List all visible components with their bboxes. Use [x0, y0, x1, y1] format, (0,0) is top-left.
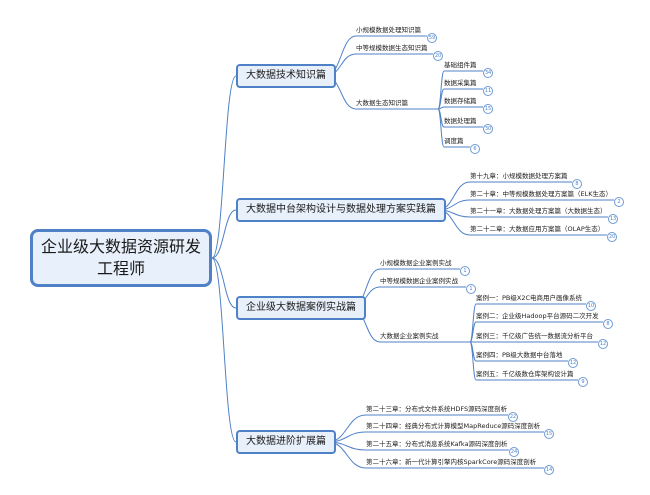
topic-basic-components[interactable]: 基础组件篇	[444, 61, 477, 69]
topic-data-storage[interactable]: 数据存储篇	[444, 97, 477, 105]
count-badge: 6	[470, 144, 480, 154]
chapter-19[interactable]: 第十九章：小规模数据处理方案篇	[470, 172, 568, 180]
branch-enterprise-cases[interactable]: 企业级大数据案例实战篇	[236, 296, 366, 320]
case-three[interactable]: 案例三：千亿级广告统一数据流分析平台	[476, 332, 593, 340]
case-small-scale[interactable]: 小规模数据企业案例实战	[380, 259, 452, 267]
count-badge: 15	[483, 104, 493, 114]
count-badge: 34	[483, 68, 493, 78]
chapter-26[interactable]: 第二十六章：新一代计算引擎内核SparkCore源码深度剖析	[366, 458, 537, 466]
count-badge: 12	[598, 339, 608, 349]
branch-middle-platform[interactable]: 大数据中台架构设计与数据处理方案实践篇	[236, 198, 446, 222]
topic-data-collection[interactable]: 数据采集篇	[444, 79, 477, 87]
count-badge: 9	[578, 377, 588, 387]
count-badge: 8	[572, 179, 582, 189]
topic-small-scale-knowledge[interactable]: 小规模数据处理知识篇	[356, 26, 421, 34]
branch-big-data-tech[interactable]: 大数据技术知识篇	[236, 64, 336, 88]
case-two[interactable]: 案例二：企业级Hadoop平台源码二次开发	[476, 312, 599, 320]
chapter-21[interactable]: 第二十一章：大数据处理方案篇（大数据生态）	[470, 207, 607, 215]
chapter-23[interactable]: 第二十三章：分布式文件系统HDFS源码深度剖析	[366, 405, 508, 413]
case-one[interactable]: 案例一：PB级X2C电商用户画像系统	[476, 294, 583, 302]
case-medium-scale[interactable]: 中等规模数据企业案例实战	[380, 277, 458, 285]
topic-scheduling[interactable]: 调度篇	[444, 137, 464, 145]
case-four[interactable]: 案例四：PB级大数据中台落地	[476, 351, 563, 359]
count-badge: 12	[568, 358, 578, 368]
count-badge: 2	[614, 197, 624, 207]
count-badge: 13	[608, 214, 618, 224]
count-badge: 14	[544, 465, 554, 475]
count-badge: 20	[607, 232, 617, 242]
count-badge: 1	[460, 266, 470, 276]
case-big-data[interactable]: 大数据企业案例实战	[380, 332, 439, 340]
count-badge: 11	[483, 86, 493, 96]
topic-medium-scale-ecosystem[interactable]: 中等规模数据生态知识篇	[356, 44, 428, 52]
chapter-22[interactable]: 第二十二章：大数据应用方案篇（OLAP生态）	[470, 225, 605, 233]
case-five[interactable]: 案例五：千亿级数仓库架构设计篇	[476, 370, 574, 378]
chapter-25[interactable]: 第二十五章：分布式消息系统Kafka源码深度剖析	[366, 440, 508, 448]
topic-data-processing[interactable]: 数据处理篇	[444, 117, 477, 125]
chapter-24[interactable]: 第二十四章：经典分布式计算模型MapReduce源码深度剖析	[366, 422, 541, 430]
root-topic[interactable]: 企业级大数据资源研发工程师	[30, 229, 212, 287]
branch-advanced[interactable]: 大数据进阶扩展篇	[236, 430, 336, 454]
count-badge: 30	[483, 124, 493, 134]
count-badge: 1	[466, 284, 476, 294]
count-badge: 20	[433, 51, 443, 61]
count-badge: 8	[603, 319, 613, 329]
chapter-20[interactable]: 第二十章：中等规模数据处理方案篇（ELK生态）	[470, 190, 612, 198]
count-badge: 10	[586, 301, 596, 311]
count-badge: 59	[427, 33, 437, 43]
count-badge: 24	[509, 447, 519, 457]
count-badge: 15	[544, 429, 554, 439]
topic-big-data-ecosystem[interactable]: 大数据生态知识篇	[356, 99, 408, 107]
count-badge: 22	[508, 412, 518, 422]
